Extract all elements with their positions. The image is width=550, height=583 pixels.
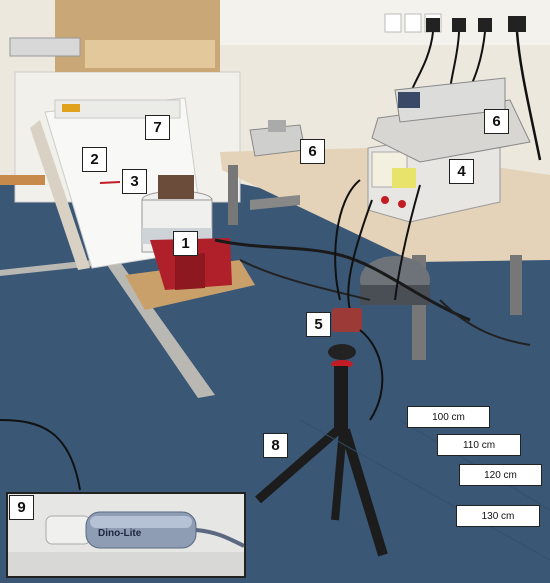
power-sockets [384, 13, 526, 33]
floor-tape [105, 262, 215, 398]
label-9: 9 [9, 495, 34, 520]
wall-trunking [215, 0, 550, 45]
label-4: 4 [449, 159, 474, 184]
microscope-inset: Dino-Lite [6, 492, 246, 578]
microscope-brand: Dino-Lite [98, 528, 142, 539]
label-3: 3 [122, 169, 147, 194]
label-6-left: 6 [300, 139, 325, 164]
label-5: 5 [306, 312, 331, 337]
label-8: 8 [263, 433, 288, 458]
label-6-right: 6 [484, 109, 509, 134]
label-1: 1 [173, 231, 198, 256]
label-7: 7 [145, 115, 170, 140]
distance-120: 120 cm [459, 464, 542, 486]
digital-microscope [8, 494, 244, 576]
label-2: 2 [82, 147, 107, 172]
top-mass [158, 175, 194, 199]
distance-100: 100 cm [407, 406, 490, 428]
tripod [334, 366, 348, 436]
distance-130: 130 cm [456, 505, 540, 527]
distance-110: 110 cm [437, 434, 521, 456]
camera [332, 308, 362, 332]
